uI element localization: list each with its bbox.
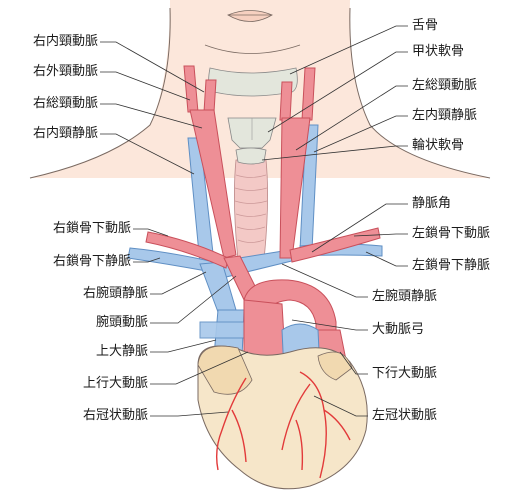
label-lt-coronary-artery: 左冠状動脈 [372,408,437,424]
label-rt-subclavian-vein: 右鎖骨下静脈 [53,254,131,270]
label-lt-subclavian-vein: 左鎖骨下静脈 [412,258,490,274]
label-rt-int-carotid: 右内頸動脈 [33,34,98,50]
label-lt-subclavian-artery: 左鎖骨下動脈 [412,226,490,242]
label-venous-angle: 静脈角 [412,196,451,212]
cricoid-cartilage [236,148,266,164]
label-lt-int-jugular: 左内頸静脈 [412,108,477,124]
label-hyoid: 舌骨 [412,18,438,34]
lt-ext-carotid-artery [280,82,292,120]
label-descending-aorta: 下行大動脈 [372,366,437,382]
label-cricoid-cartilage: 輪状軟骨 [412,138,464,154]
label-superior-vena-cava: 上大静脈 [96,344,148,360]
label-brachiocephalic-trunk: 腕頭動脈 [96,315,148,331]
label-thyroid-cartilage: 甲状軟骨 [412,44,464,60]
rt-int-carotid-artery [204,80,216,112]
label-lt-brachiocephalic-vein: 左腕頭静脈 [372,289,437,305]
trachea [234,160,267,260]
label-rt-brachiocephalic-vein: 右腕頭静脈 [83,286,148,302]
svc-ring [200,322,248,338]
label-ascending-aorta: 上行大動脈 [83,376,148,392]
label-aortic-arch: 大動脈弓 [372,322,424,338]
label-rt-ext-carotid: 右外頸動脈 [33,64,98,80]
label-lt-common-carotid: 左総頸動脈 [412,78,477,94]
label-rt-coronary-artery: 右冠状動脈 [83,408,148,424]
label-rt-subclavian-artery: 右鎖骨下動脈 [53,221,131,237]
label-rt-int-jugular: 右内頸静脈 [33,126,98,142]
label-rt-common-carotid: 右総頸動脈 [33,96,98,112]
